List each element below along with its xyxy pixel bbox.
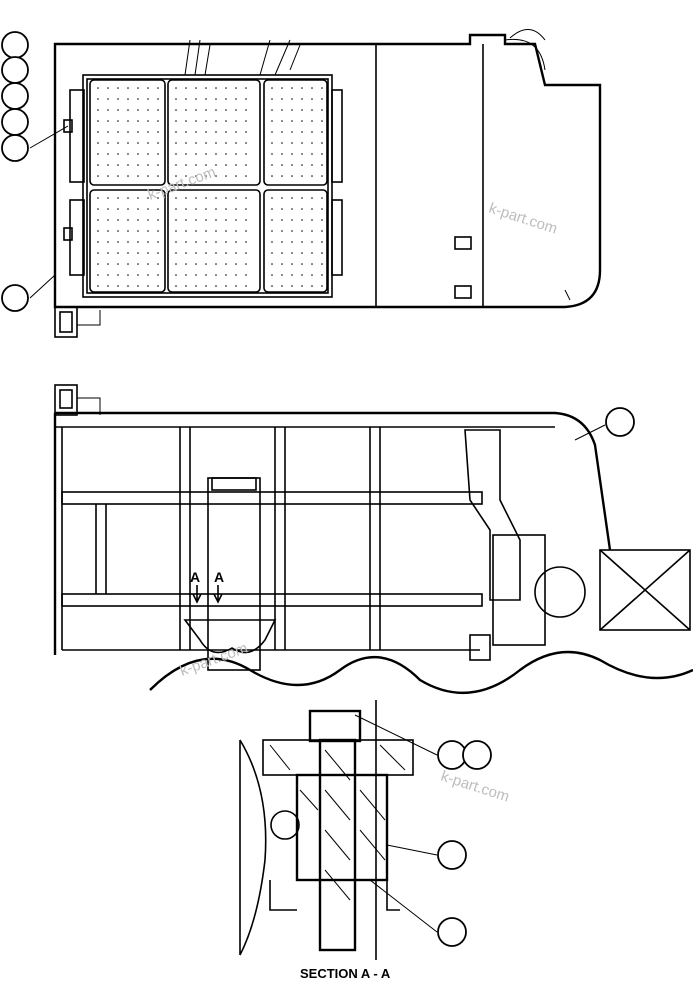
callout [1, 56, 29, 84]
battery-panel [263, 189, 328, 293]
callouts [1, 31, 635, 947]
callout [462, 740, 492, 770]
callout [437, 740, 467, 770]
battery-panel [167, 189, 261, 293]
callout [1, 134, 29, 162]
top-view [53, 29, 602, 338]
battery-panel [263, 79, 328, 186]
section-a-a [239, 700, 414, 960]
callout [1, 82, 29, 110]
callout [605, 407, 635, 437]
watermark: k-part.com [146, 164, 218, 204]
battery-panel [89, 79, 166, 186]
callout [1, 284, 29, 312]
callout [1, 108, 29, 136]
watermark: k-part.com [487, 200, 560, 238]
section-title: SECTION A - A [300, 966, 391, 981]
callout [1, 31, 29, 59]
watermark: k-part.com [178, 640, 250, 680]
callout [437, 917, 467, 947]
side-view [53, 384, 693, 695]
callout [437, 840, 467, 870]
watermark: k-part.com [439, 768, 512, 806]
section-marks: A A [190, 569, 224, 604]
battery-panels [89, 79, 328, 293]
section-mark-right: A [214, 569, 224, 585]
section-mark-left: A [190, 569, 200, 585]
battery-panel [89, 189, 166, 293]
battery-panel [167, 79, 261, 186]
